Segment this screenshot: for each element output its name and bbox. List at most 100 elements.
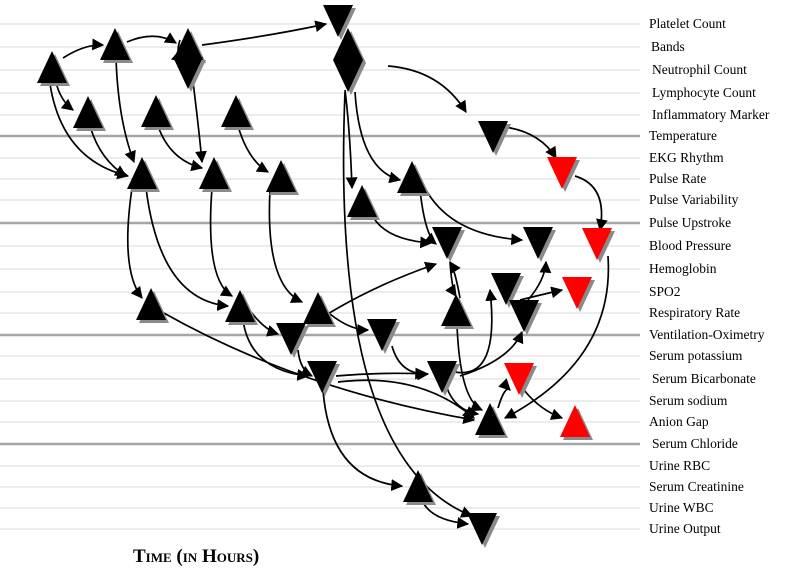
decrease-triangle-icon — [432, 227, 465, 262]
arrow-b5-to-e2 — [209, 187, 234, 297]
arrow-b6-to-e3 — [268, 189, 304, 303]
variable-label-lymphocyte-count: Lymphocyte Count — [652, 85, 756, 100]
marker-shape — [347, 185, 377, 217]
decrease-triangle-icon — [173, 57, 206, 92]
variable-label-serum-creatinine: Serum Creatinine — [649, 479, 744, 494]
marker-shape — [173, 57, 203, 89]
marker-shape — [547, 157, 577, 189]
marker-shape — [266, 160, 296, 192]
variable-label-inflammatory-marker: Inflammatory Marker — [652, 107, 770, 122]
arrow-a6-to-b8 — [344, 89, 358, 190]
marker-shape — [562, 277, 592, 309]
arrow-a1-to-a2 — [62, 38, 105, 59]
time-axis-title: Time (in Hours) — [133, 546, 260, 567]
arrow-a1-to-b1 — [55, 81, 74, 111]
arrow-e5-to-g2 — [391, 345, 430, 381]
increase-triangle-icon — [333, 28, 366, 63]
variable-label-hemoglobin: Hemoglobin — [649, 261, 717, 276]
increase-triangle-icon — [266, 160, 299, 195]
arrow-g2-to-f2 — [454, 288, 498, 374]
arrow-a6-to-i2 — [342, 91, 474, 518]
increase-triangle-icon — [73, 96, 106, 131]
increase-triangle-icon — [347, 185, 380, 220]
red-decrease-triangle-icon — [562, 277, 595, 312]
arrow-h1-to-g3 — [497, 378, 511, 409]
arrow-g3-to-h2 — [523, 389, 564, 420]
variable-label-ekg-rhythm: EKG Rhythm — [649, 150, 724, 165]
marker-shape — [475, 403, 505, 435]
marker-shape — [582, 228, 612, 260]
increase-triangle-icon — [397, 161, 430, 196]
arrow-f2-to-f4 — [519, 286, 564, 301]
red-decrease-triangle-icon — [504, 363, 537, 398]
increase-triangle-icon — [199, 157, 232, 192]
variable-label-pulse-rate: Pulse Rate — [649, 171, 706, 186]
arrow-a3-to-a5 — [201, 20, 328, 46]
marker-shape — [441, 294, 471, 326]
decrease-triangle-icon — [333, 60, 366, 95]
decrease-triangle-icon — [307, 361, 340, 396]
variable-label-pulse-upstroke: Pulse Upstroke — [649, 215, 731, 230]
red-decrease-triangle-icon — [547, 157, 580, 192]
arrow-e2-to-g1 — [242, 319, 310, 381]
red-increase-triangle-icon — [560, 405, 593, 440]
arrow-a7-to-c1 — [387, 65, 467, 114]
decrease-triangle-icon — [523, 227, 556, 262]
variable-label-spo2: SPO2 — [649, 284, 681, 299]
marker-shape — [491, 273, 521, 305]
variable-rows — [0, 23, 640, 530]
variable-label-neutrophil-count: Neutrophil Count — [652, 62, 747, 77]
marker-shape — [73, 96, 103, 128]
arrow-b2-to-b5 — [157, 125, 204, 172]
increase-triangle-icon — [37, 51, 70, 86]
marker-shape — [432, 227, 462, 259]
increase-triangle-icon — [403, 470, 436, 505]
marker-shape — [276, 323, 306, 355]
variable-label-pulse-variability: Pulse Variability — [649, 192, 739, 207]
marker-shape — [173, 28, 203, 60]
arrow-f1-to-h1 — [456, 324, 484, 411]
arrow-a2-to-b4 — [115, 57, 136, 164]
variable-label-serum-sodium: Serum sodium — [649, 393, 728, 408]
increase-triangle-icon — [475, 403, 508, 438]
marker-shape — [37, 51, 67, 83]
marker-shape — [136, 288, 166, 320]
arrow-g1-to-i1 — [322, 389, 404, 492]
marker-shape — [427, 361, 457, 393]
variable-label-urine-wbc: Urine WBC — [649, 500, 714, 515]
marker-shape — [560, 405, 590, 437]
marker-shape — [199, 157, 229, 189]
marker-shape — [221, 95, 251, 127]
marker-shape — [397, 161, 427, 193]
increase-triangle-icon — [141, 95, 174, 130]
variable-label-serum-potassium: Serum potassium — [649, 348, 743, 363]
decrease-triangle-icon — [478, 121, 511, 156]
increase-triangle-icon — [441, 294, 474, 329]
arrow-g1-to-g2 — [335, 367, 428, 380]
arrow-b3-to-b6 — [237, 125, 270, 173]
marker-shape — [403, 470, 433, 502]
increase-triangle-icon — [225, 290, 258, 325]
arrow-a2-to-a3 — [126, 32, 178, 44]
arrow-g2-to-h1 — [446, 387, 480, 419]
arrow-b8-to-d1 — [371, 214, 433, 249]
decrease-triangle-icon — [467, 513, 500, 548]
arrow-e4-to-g1 — [297, 349, 314, 377]
variable-label-bands: Bands — [651, 39, 685, 54]
variable-label-ventilation-oximetry: Ventilation-Oximetry — [649, 327, 765, 342]
arrow-b7-to-d1 — [419, 189, 437, 245]
marker-shape — [307, 361, 337, 393]
increase-triangle-icon — [303, 292, 336, 327]
arrow-e2-to-e4 — [250, 311, 280, 337]
decrease-triangle-icon — [367, 319, 400, 354]
increase-triangle-icon — [173, 28, 206, 63]
marker-shape — [504, 363, 534, 395]
marker-shape — [323, 5, 353, 37]
arrow-d3-to-h1 — [503, 255, 610, 419]
variable-label-temperature: Temperature — [649, 128, 717, 143]
arrow-d1-to-f1 — [445, 261, 457, 297]
marker-shape — [367, 319, 397, 351]
decrease-triangle-icon — [276, 323, 309, 358]
marker-shape — [303, 292, 333, 324]
